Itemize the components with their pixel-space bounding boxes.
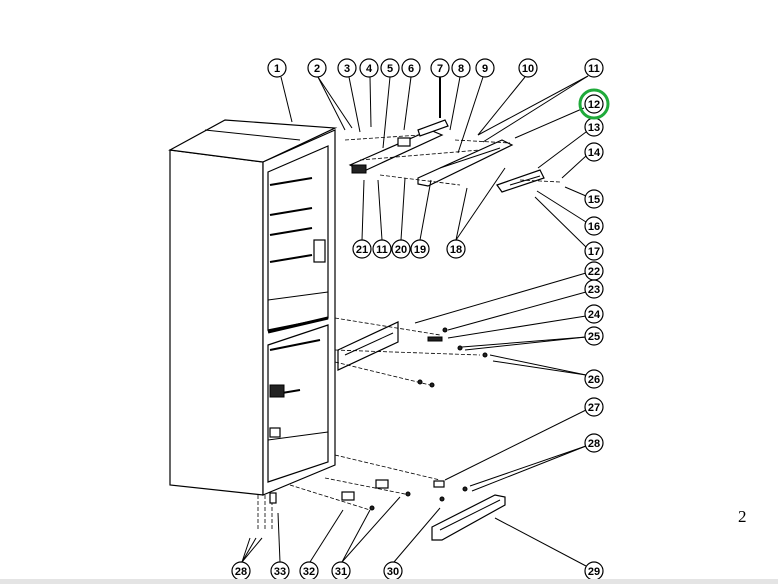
callout-2: 2 — [307, 58, 327, 78]
refrigerator-cabinet — [168, 119, 338, 496]
callout-27: 27 — [584, 397, 604, 417]
callout-12: 12 — [584, 94, 604, 114]
svg-text:25: 25 — [588, 331, 600, 343]
callout-5: 5 — [380, 58, 400, 78]
svg-text:20: 20 — [395, 244, 407, 256]
callout-15: 15 — [584, 189, 604, 209]
svg-text:21: 21 — [356, 244, 368, 256]
callout-21: 21 — [352, 239, 372, 259]
callout-11: 11 — [584, 58, 604, 78]
callout-32: 32 — [299, 561, 319, 581]
svg-text:8: 8 — [458, 63, 464, 75]
svg-text:4: 4 — [366, 63, 373, 75]
svg-text:28: 28 — [235, 566, 247, 578]
svg-text:31: 31 — [335, 566, 347, 578]
middle-parts — [334, 317, 488, 388]
svg-text:2: 2 — [314, 63, 320, 75]
svg-text:29: 29 — [588, 566, 600, 578]
svg-text:28: 28 — [588, 438, 600, 450]
callout-6: 6 — [401, 58, 421, 78]
callout-19: 19 — [410, 239, 430, 259]
svg-text:6: 6 — [408, 63, 414, 75]
callout-28: 28 — [231, 561, 251, 581]
svg-text:33: 33 — [274, 566, 286, 578]
callout-14: 14 — [584, 142, 604, 162]
callout-29: 29 — [584, 561, 604, 581]
svg-text:22: 22 — [588, 266, 600, 278]
svg-text:23: 23 — [588, 284, 600, 296]
svg-text:32: 32 — [303, 566, 315, 578]
callout-20: 20 — [391, 239, 411, 259]
callout-23: 23 — [584, 279, 604, 299]
callout-13: 13 — [584, 117, 604, 137]
svg-text:16: 16 — [588, 221, 600, 233]
svg-text:7: 7 — [437, 63, 443, 75]
callout-16: 16 — [584, 216, 604, 236]
callout-10: 10 — [518, 58, 538, 78]
callout-1: 1 — [267, 58, 287, 78]
svg-text:18: 18 — [450, 244, 462, 256]
callout-8: 8 — [451, 58, 471, 78]
svg-text:27: 27 — [588, 402, 600, 414]
svg-text:17: 17 — [588, 246, 600, 258]
callout-7: 7 — [430, 58, 450, 78]
svg-text:19: 19 — [414, 244, 426, 256]
bottom-parts — [257, 454, 506, 541]
bottom-rule — [0, 579, 778, 584]
svg-text:11: 11 — [588, 63, 600, 75]
svg-text:12: 12 — [588, 99, 600, 111]
callout-25: 25 — [584, 326, 604, 346]
top-parts — [344, 119, 561, 193]
callout-4: 4 — [359, 58, 379, 78]
page-number: 2 — [738, 507, 747, 526]
callout-22: 22 — [584, 261, 604, 281]
callout-9: 9 — [475, 58, 495, 78]
callout-28: 28 — [584, 433, 604, 453]
svg-text:13: 13 — [588, 122, 600, 134]
svg-text:15: 15 — [588, 194, 600, 206]
callout-30: 30 — [383, 561, 403, 581]
svg-text:9: 9 — [482, 63, 488, 75]
highlight-ring — [578, 88, 610, 120]
svg-text:24: 24 — [588, 309, 601, 321]
callout-24: 24 — [584, 304, 604, 324]
svg-text:10: 10 — [522, 63, 534, 75]
svg-text:1: 1 — [274, 63, 280, 75]
svg-text:14: 14 — [588, 147, 601, 159]
callout-11: 11 — [372, 239, 392, 259]
svg-text:11: 11 — [376, 244, 388, 256]
svg-text:30: 30 — [387, 566, 399, 578]
svg-text:26: 26 — [588, 374, 600, 386]
callout-31: 31 — [331, 561, 351, 581]
callout-33: 33 — [270, 561, 290, 581]
callout-26: 26 — [584, 369, 604, 389]
callout-3: 3 — [337, 58, 357, 78]
svg-text:5: 5 — [387, 63, 393, 75]
callout-17: 17 — [584, 241, 604, 261]
svg-text:3: 3 — [344, 63, 350, 75]
leader-lines — [241, 75, 589, 567]
callout-18: 18 — [446, 239, 466, 259]
